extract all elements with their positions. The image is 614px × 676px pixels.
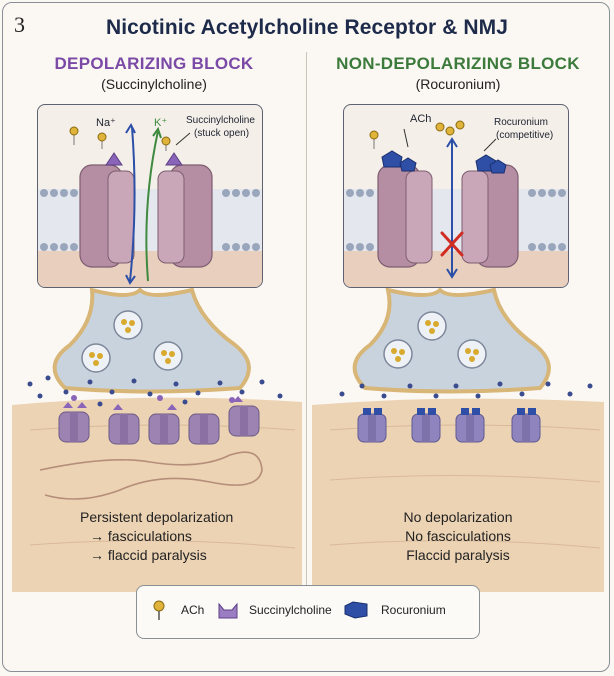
right-receptor-inset: ACh Rocuronium (competitive) bbox=[343, 104, 569, 288]
left-vesicle bbox=[153, 341, 183, 371]
right-caption: No depolarization No fasciculations Flac… bbox=[308, 508, 608, 565]
rocuronium-label: Rocuronium bbox=[494, 117, 548, 128]
panel-divider bbox=[306, 52, 307, 597]
succinylcholine-bound-icon bbox=[105, 152, 123, 166]
left-receptor-inset: Na⁺ K⁺ Succinylcholine (stuck open) bbox=[37, 104, 263, 288]
left-ach-dots bbox=[27, 375, 283, 407]
right-receptor bbox=[357, 408, 387, 443]
right-receptor bbox=[511, 408, 541, 443]
succinylcholine-icon bbox=[218, 602, 238, 619]
ach-molecule-icon bbox=[435, 122, 445, 132]
right-receptor bbox=[455, 408, 485, 443]
left-receptor bbox=[108, 404, 140, 445]
k-label: K⁺ bbox=[154, 117, 168, 129]
k-efflux-arrow bbox=[145, 130, 159, 282]
left-caption: Persistent depolarization → fasciculatio… bbox=[80, 508, 380, 565]
left-receptor bbox=[188, 413, 220, 445]
na-label: Na⁺ bbox=[96, 117, 116, 129]
right-caption-line: No depolarization bbox=[403, 509, 513, 525]
legend-ach-label: ACh bbox=[181, 603, 205, 617]
rocuronium-bound-icon bbox=[399, 157, 417, 172]
left-vesicle bbox=[81, 343, 111, 373]
left-caption-line: → fasciculations bbox=[90, 528, 192, 544]
blocked-x-icon bbox=[440, 231, 464, 257]
right-muscle-fiber bbox=[312, 398, 604, 592]
right-caption-line: Flaccid paralysis bbox=[406, 547, 510, 563]
right-heading: NON-DEPOLARIZING BLOCK bbox=[336, 54, 580, 73]
competitive-label: (competitive) bbox=[496, 130, 554, 141]
left-membrane-bilayer bbox=[38, 189, 262, 251]
left-subheading: (Succinylcholine) bbox=[101, 76, 207, 92]
right-channel-drawing bbox=[344, 120, 568, 287]
right-vesicle bbox=[417, 311, 447, 341]
right-nerve-terminal bbox=[352, 287, 551, 394]
succinylcholine-bound-icon bbox=[165, 152, 183, 166]
left-caption-line: → flaccid paralysis bbox=[90, 547, 207, 563]
right-caption-line: No fasciculations bbox=[405, 528, 511, 544]
right-subheading: (Rocuronium) bbox=[415, 76, 501, 92]
figure-title: Nicotinic Acetylcholine Receptor & NMJ bbox=[105, 16, 509, 39]
ach-molecule-icon bbox=[97, 132, 107, 142]
rocuronium-bound-icon bbox=[489, 159, 507, 174]
left-heading: DEPOLARIZING BLOCK bbox=[54, 54, 254, 73]
ach-molecule-icon bbox=[369, 130, 379, 140]
left-receptor bbox=[228, 396, 260, 437]
stuck-open-label: (stuck open) bbox=[194, 128, 250, 139]
right-receptor bbox=[411, 408, 441, 443]
figure-number: 3 bbox=[14, 12, 25, 37]
rocuronium-icon bbox=[344, 601, 368, 619]
legend-rocuronium-label: Rocuronium bbox=[381, 603, 446, 617]
right-vesicle bbox=[383, 339, 413, 369]
ach-molecule-icon bbox=[455, 120, 465, 130]
legend-succinylcholine-label: Succinylcholine bbox=[249, 603, 332, 617]
succinylcholine-label: Succinylcholine bbox=[186, 115, 255, 126]
left-channel-drawing bbox=[38, 122, 262, 287]
left-muscle-fold bbox=[39, 451, 263, 500]
left-caption-line: Persistent depolarization bbox=[80, 509, 234, 525]
left-receptor bbox=[148, 404, 180, 445]
ach-molecule-icon bbox=[445, 126, 455, 136]
ach-molecule-icon bbox=[69, 126, 79, 136]
left-receptor bbox=[58, 402, 90, 443]
ach-label: ACh bbox=[410, 113, 432, 125]
ach-molecule-icon bbox=[161, 136, 171, 146]
legend: ACh Succinylcholine Rocuronium bbox=[136, 585, 480, 639]
rocuronium-bound-icon bbox=[381, 150, 403, 168]
left-vesicle bbox=[113, 310, 143, 340]
na-influx-arrow bbox=[129, 126, 136, 282]
right-ach-dots bbox=[339, 381, 593, 399]
right-vesicle bbox=[457, 339, 487, 369]
ach-molecule-icon bbox=[153, 600, 165, 620]
